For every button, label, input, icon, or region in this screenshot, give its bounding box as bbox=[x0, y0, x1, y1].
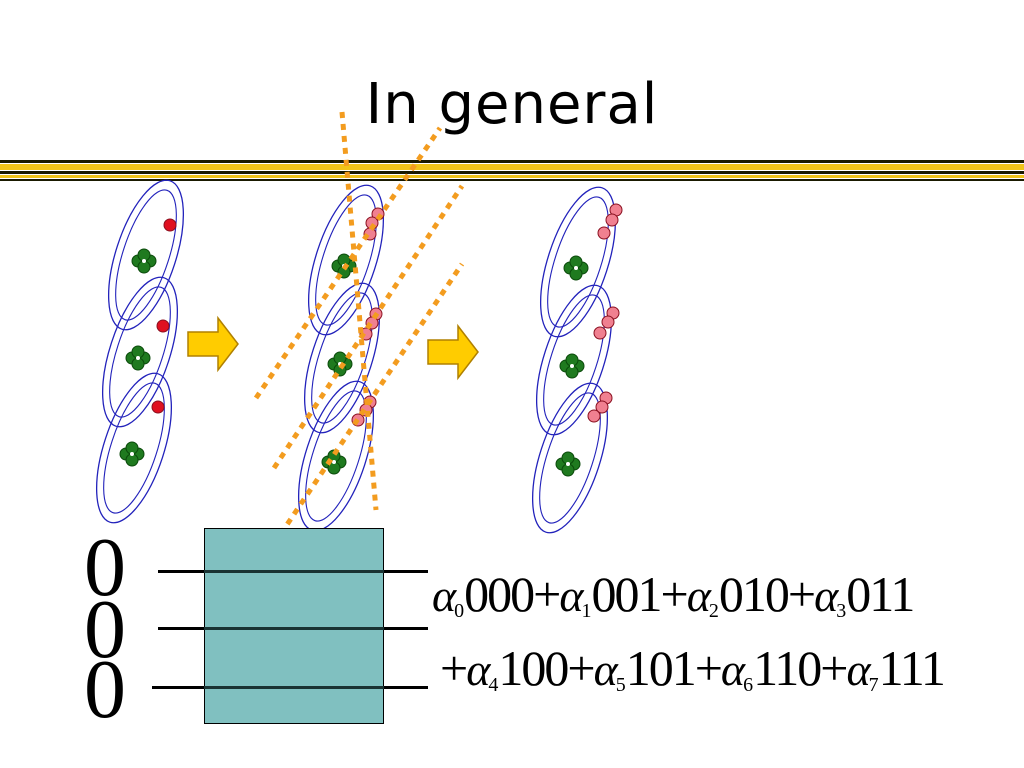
qubit-label-2: 0 bbox=[84, 583, 126, 676]
plus-operator: + bbox=[660, 566, 689, 622]
electron-dot bbox=[601, 315, 615, 329]
plus-operator: + bbox=[787, 566, 816, 622]
title-divider-bottom bbox=[0, 179, 1024, 181]
qubit-wire-2-over-gate bbox=[204, 627, 384, 630]
eq2-term-3: +α7111 bbox=[820, 640, 946, 713]
qubit-wire-3-over-gate bbox=[204, 686, 384, 689]
nucleus-icon bbox=[555, 451, 581, 477]
basis-state: 101 bbox=[625, 640, 697, 696]
electron-dot bbox=[587, 409, 601, 423]
alpha-coefficient: α1 bbox=[559, 570, 592, 622]
nucleus-icon bbox=[131, 248, 157, 274]
nucleus-icon bbox=[321, 449, 347, 475]
plus-operator: + bbox=[694, 640, 723, 696]
alpha-coefficient: α4 bbox=[466, 644, 499, 696]
nucleus-icon bbox=[119, 441, 145, 467]
alpha-coefficient: α5 bbox=[593, 644, 626, 696]
coefficient-subscript: 7 bbox=[868, 674, 879, 696]
electron-dot bbox=[151, 400, 165, 414]
alpha-coefficient: α7 bbox=[846, 644, 879, 696]
plus-operator: + bbox=[440, 640, 468, 696]
superposition-equation-line-2: +α4100+α5101+α6110+α7111 bbox=[440, 640, 946, 713]
slide-title: In general bbox=[365, 72, 659, 137]
alpha-coefficient: α6 bbox=[720, 644, 754, 696]
title-divider-top bbox=[0, 160, 1024, 163]
dotted-cut-line bbox=[271, 184, 465, 470]
atom bbox=[535, 284, 613, 436]
electron-dot bbox=[597, 226, 611, 240]
alpha-coefficient: α0 bbox=[432, 570, 465, 622]
alpha-coefficient: α3 bbox=[814, 570, 847, 622]
eq2-term-0: +α4100 bbox=[440, 640, 569, 713]
quantum-gate-box bbox=[204, 528, 384, 724]
molecule-initial bbox=[95, 179, 185, 524]
basis-state: 110 bbox=[753, 640, 822, 696]
nucleus-icon bbox=[563, 255, 589, 281]
electron-dot bbox=[163, 218, 177, 232]
right-arrow-icon bbox=[427, 323, 479, 381]
superposition-equation-line-1: α0000+α1001+α2010+α3011 bbox=[432, 566, 916, 639]
nucleus-icon bbox=[559, 353, 585, 379]
basis-state: 000 bbox=[464, 566, 535, 622]
coefficient-subscript: 1 bbox=[581, 600, 592, 622]
atom bbox=[307, 184, 385, 336]
electron-dot bbox=[605, 213, 619, 227]
atom bbox=[107, 179, 185, 331]
title-divider-middle bbox=[0, 171, 1024, 174]
basis-state: 010 bbox=[718, 566, 790, 622]
atom bbox=[531, 382, 609, 534]
atom bbox=[539, 186, 617, 338]
eq1-term-3: +α3011 bbox=[787, 566, 916, 639]
plus-operator: + bbox=[533, 566, 561, 622]
basis-state: 100 bbox=[498, 640, 569, 696]
atom bbox=[101, 276, 179, 428]
electron-dot bbox=[593, 326, 607, 340]
dotted-cut-lines bbox=[253, 111, 465, 546]
qubit-label-3: 0 bbox=[84, 643, 126, 736]
plus-operator: + bbox=[567, 640, 595, 696]
eq1-term-2: +α2010 bbox=[660, 566, 790, 639]
coefficient-subscript: 2 bbox=[708, 600, 719, 622]
basis-state: 001 bbox=[591, 566, 663, 622]
basis-state: 011 bbox=[846, 566, 915, 622]
molecule-final bbox=[531, 186, 623, 534]
coefficient-subscript: 6 bbox=[743, 674, 754, 696]
electron-dot bbox=[156, 319, 170, 333]
coefficient-subscript: 0 bbox=[454, 600, 465, 622]
title-divider-gold-lower bbox=[0, 175, 1024, 178]
eq2-term-1: +α5101 bbox=[567, 640, 697, 713]
qubit-wire-1-over-gate bbox=[204, 570, 384, 573]
eq1-term-1: +α1001 bbox=[533, 566, 663, 639]
eq1-term-0: α0000 bbox=[432, 566, 535, 639]
eq2-term-2: +α6110 bbox=[694, 640, 823, 713]
qubit-label-1: 0 bbox=[84, 521, 126, 614]
basis-state: 111 bbox=[878, 640, 946, 696]
plus-operator: + bbox=[820, 640, 848, 696]
title-divider-gold bbox=[0, 164, 1024, 170]
atom bbox=[95, 372, 173, 524]
coefficient-subscript: 3 bbox=[836, 600, 847, 622]
electron-dot bbox=[595, 400, 609, 414]
process-arrows bbox=[187, 315, 479, 381]
coefficient-subscript: 5 bbox=[615, 674, 626, 696]
alpha-coefficient: α2 bbox=[686, 570, 719, 622]
nucleus-icon bbox=[125, 345, 151, 371]
coefficient-subscript: 4 bbox=[488, 674, 499, 696]
molecule-computing bbox=[297, 184, 385, 532]
right-arrow-icon bbox=[187, 315, 239, 373]
